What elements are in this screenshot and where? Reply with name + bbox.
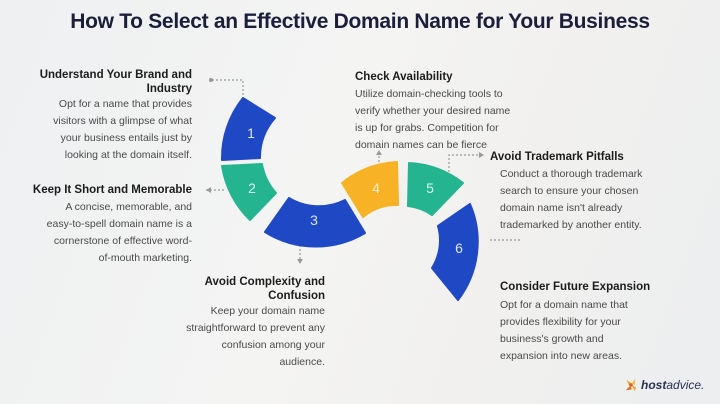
step-3-heading-line2: Confusion [268,290,325,302]
step-1-text: Understand Your Brand and Industry Opt f… [20,68,192,164]
step-4-heading: Check Availability [355,71,453,83]
segment-5: 5 [407,162,464,216]
step-3-body-line: confusion among your [221,339,325,351]
logo-mark-icon [625,378,637,392]
logo-text-bold: host [641,378,667,392]
step-2-body-line: of-mouth marketing. [98,252,192,264]
step-2-body-line: easy-to-spell domain name is a [46,218,192,230]
step-2-body-line: A concise, memorable, and [65,201,192,213]
step-3-heading-line1: Avoid Complexity and [204,276,325,288]
step-6-text: Consider Future Expansion Opt for a doma… [500,280,680,365]
step-3-body-line: Keep your domain name [210,305,325,317]
segment-4: 4 [341,161,399,218]
step-3-body-line: straightforward to prevent any [186,322,325,334]
step-1-heading-line1: Understand Your Brand and [39,69,192,81]
step-1-body-line: Opt for a name that provides [58,98,192,110]
step-2-body-line: cornerstone of effective word- [53,235,192,247]
connector-5 [448,154,480,180]
step-3-body-line: audience. [279,356,325,368]
arrow-2 [206,187,211,193]
segment-2: 2 [221,163,277,221]
svg-text:2: 2 [248,180,256,196]
segment-1: 1 [220,97,276,161]
step-6-body-line: provides flexibility for your [500,316,621,328]
step-2-text: Keep It Short and Memorable A concise, m… [20,183,192,267]
segment-6: 6 [431,203,479,301]
step-1-body-line: looking at the domain itself. [64,149,192,161]
step-5-heading: Avoid Trademark Pitfalls [490,151,624,163]
step-4-body-line: domain names can be fierce [355,139,487,151]
step-6-body-line: business's growth and [500,333,604,345]
step-4-body-line: is up for grabs. Competition for [355,122,499,134]
step-1-heading: Understand Your Brand and Industry [20,68,192,96]
step-3-heading: Avoid Complexity and Confusion [150,275,325,303]
dot-1 [209,78,213,82]
connector-1 [212,79,244,100]
step-3-text: Avoid Complexity and Confusion Keep your… [150,275,325,371]
step-4-body-line: verify whether your desired name [355,105,511,117]
svg-text:5: 5 [426,180,434,196]
svg-text:3: 3 [310,212,318,228]
page-title: How To Select an Effective Domain Name f… [70,10,650,33]
step-1-body-line: visitors with a glimpse of what [53,115,192,127]
segment-3: 3 [264,197,366,248]
arrow-5 [479,152,484,158]
hostadvice-logo: hostadvice. [624,378,704,392]
logo-text: hostadvice. [641,378,704,392]
step-5-body-line: domain name isn't already [500,202,623,214]
arrow-4 [376,150,382,155]
step-1-body-line: your business entails just by [60,132,192,144]
logo-text-regular: advice. [666,378,705,392]
step-1-heading-line2: Industry [146,83,192,95]
step-5-body-line: Conduct a thorough trademark [500,168,643,180]
step-6-heading: Consider Future Expansion [500,281,651,293]
step-5-text: Avoid Trademark Pitfalls Conduct a thoro… [490,150,680,234]
arrow-3 [297,259,303,264]
svg-text:4: 4 [372,180,380,196]
step-4-body-line: Utilize domain-checking tools to [355,88,503,100]
step-6-body-line: expansion into new areas. [500,350,622,362]
step-5-body-line: search to ensure your chosen [500,185,639,197]
svg-text:6: 6 [455,240,463,256]
svg-text:1: 1 [247,125,255,141]
step-6-body-line: Opt for a domain name that [500,299,628,311]
step-2-heading: Keep It Short and Memorable [32,184,192,196]
step-4-text: Check Availability Utilize domain-checki… [355,70,535,154]
step-5-body-line: trademarked by another entity. [500,219,642,231]
